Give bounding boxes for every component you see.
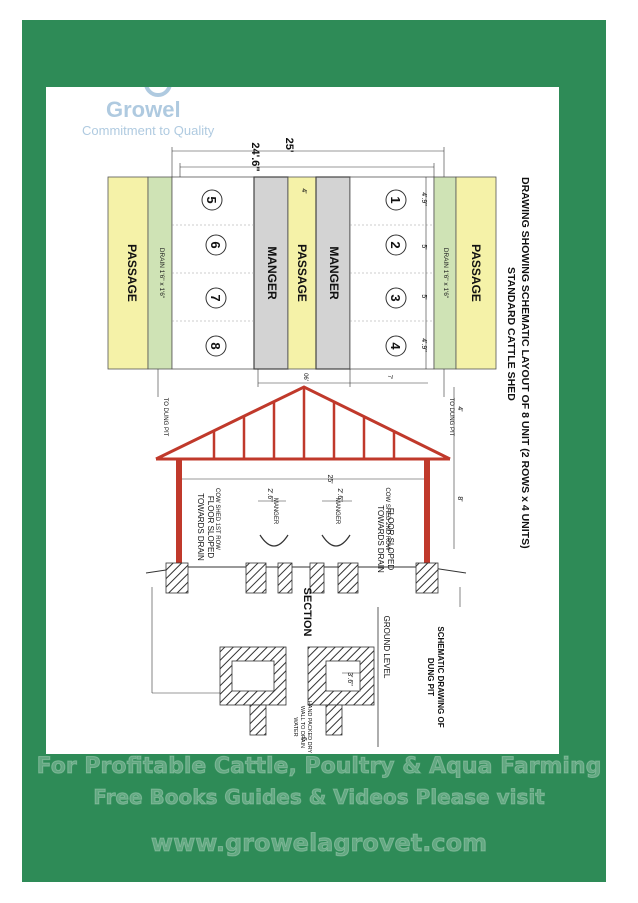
- plan-view: 5 6 7 8 1 2 3 4 PASSAGE MANGER PASSAGE M…: [107, 138, 497, 437]
- page-number: 6: [300, 737, 307, 741]
- unit-3-circle: [385, 287, 407, 309]
- overall-length-label: 25': [283, 138, 295, 153]
- right-manger-label: MANGER: [327, 246, 341, 300]
- unit-width-4: 4'.9": [420, 338, 427, 352]
- right-to-dung-pit: TO DUNG PIT: [448, 398, 454, 437]
- section-manger-right: MANGER: [334, 498, 340, 525]
- unit-1-label: 1: [388, 196, 403, 203]
- dungpit-title-line2: DUNG PIT: [426, 658, 435, 696]
- floor-right-line1: FLOOR SLOPED: [386, 508, 395, 570]
- unit-7-label: 7: [208, 294, 223, 301]
- unit-8-circle: [205, 335, 227, 357]
- right-passage: [455, 176, 497, 370]
- unit-6-circle: [205, 234, 227, 256]
- manger-curve-left: [259, 534, 289, 547]
- drawing-sheet: Growel Commitment to Quality: [46, 69, 559, 754]
- unit-5-label: 5: [204, 196, 219, 203]
- unit-width-1: 4'.9": [420, 192, 427, 206]
- left-passage: [107, 176, 149, 370]
- section-height-4: 4': [456, 406, 463, 411]
- right-manger: [315, 176, 351, 370]
- growel-logo: Growel Commitment to Quality: [82, 69, 215, 138]
- left-drain: [147, 176, 173, 370]
- width-06-label: 06': [302, 373, 308, 381]
- section-height-8: 8': [456, 496, 463, 501]
- right-passage-label: PASSAGE: [469, 244, 483, 302]
- manger-width-right: 2'.6": [336, 488, 343, 502]
- row2-label: COW SHED 2ND ROW: [384, 488, 390, 551]
- floor-left-line1: FLOOR SLOPED: [206, 496, 215, 558]
- dungpit-base-right: [325, 704, 343, 736]
- foundation-5: [337, 562, 359, 594]
- foundation-3: [277, 562, 293, 594]
- unit-7-circle: [205, 287, 227, 309]
- dungpit-wall-line3: WATER: [292, 717, 298, 736]
- unit-8-label: 8: [208, 342, 223, 349]
- unit-2-circle: [385, 234, 407, 256]
- section-label: SECTION: [301, 588, 313, 637]
- foundation-6: [415, 562, 439, 594]
- dungpit-base-left: [249, 704, 267, 736]
- section-width-25: 25': [326, 474, 333, 483]
- left-passage-label: PASSAGE: [125, 244, 139, 302]
- logo-swirl-icon: [144, 69, 172, 97]
- unit-4-circle: [385, 335, 407, 357]
- center-passage-label: PASSAGE: [295, 244, 309, 302]
- drawing-title: DRAWING SHOWING SCHEMATIC LAYOUT OF 8 UN…: [505, 177, 531, 549]
- center-passage: [287, 176, 317, 370]
- unit-3-label: 3: [388, 294, 403, 301]
- floor-left-line2: TOWARDS DRAIN: [196, 493, 205, 561]
- left-manger-label: MANGER: [265, 246, 279, 300]
- unit-6-label: 6: [208, 241, 223, 248]
- unit-2-label: 2: [388, 241, 403, 248]
- title-line2: STANDARD CATTLE SHED: [505, 267, 517, 401]
- title-line1: DRAWING SHOWING SCHEMATIC LAYOUT OF 8 UN…: [519, 177, 531, 549]
- center-passage-width-label: 4': [300, 188, 307, 193]
- inner-length-label: 24'.6": [249, 142, 261, 171]
- foundation-1: [165, 562, 189, 594]
- dungpit-chamber-right: [325, 660, 361, 692]
- dungpit-title-line1: SCHEMATIC DRAWING OF: [436, 626, 445, 727]
- unit-width-3: 5': [420, 294, 427, 299]
- unit-width-2: 5': [420, 244, 427, 249]
- dung-pit-view: GROUND LEVEL SCHEMATIC DRAWING OF DUNG P…: [151, 587, 461, 754]
- dungpit-chamber-left: [231, 660, 275, 692]
- section-view: 25' 4' 8' 2'.6" 2'.6" MANGER MANGER COW …: [145, 385, 467, 637]
- unit-5-circle: [201, 189, 223, 211]
- brand-name: Growel: [106, 97, 181, 122]
- left-column: [176, 459, 182, 573]
- manger-curve-right: [321, 534, 351, 547]
- width-7-label: 7': [386, 375, 392, 379]
- floor-right-line2: TOWARDS DRAIN: [376, 505, 385, 573]
- manger-width-left: 2'.6": [266, 488, 273, 502]
- right-column: [424, 459, 430, 573]
- section-manger-left: MANGER: [272, 498, 278, 525]
- row1-label: COW SHED 1ST ROW: [214, 488, 220, 550]
- left-manger: [253, 176, 289, 370]
- left-to-dung-pit: TO DUNG PIT: [162, 398, 168, 437]
- dungpit-width-label: 3'.6": [346, 672, 353, 686]
- ground-level-label: GROUND LEVEL: [382, 616, 391, 679]
- brand-tagline: Commitment to Quality: [82, 123, 215, 138]
- unit-1-circle: [385, 189, 407, 211]
- foundation-2: [245, 562, 267, 594]
- foundation-4: [309, 562, 325, 594]
- dungpit-wall-line2: WALL TO DRAIN: [299, 706, 305, 748]
- unit-4-label: 4: [388, 342, 403, 350]
- dungpit-wall-line1: HAND PACKED DRY: [306, 701, 312, 754]
- shed-drawing: Growel Commitment to Quality: [82, 69, 531, 754]
- left-drain-label: DRAIN 1'6" x 1'6": [158, 248, 165, 299]
- right-drain-label: DRAIN 1'6" x 1'6": [442, 248, 449, 299]
